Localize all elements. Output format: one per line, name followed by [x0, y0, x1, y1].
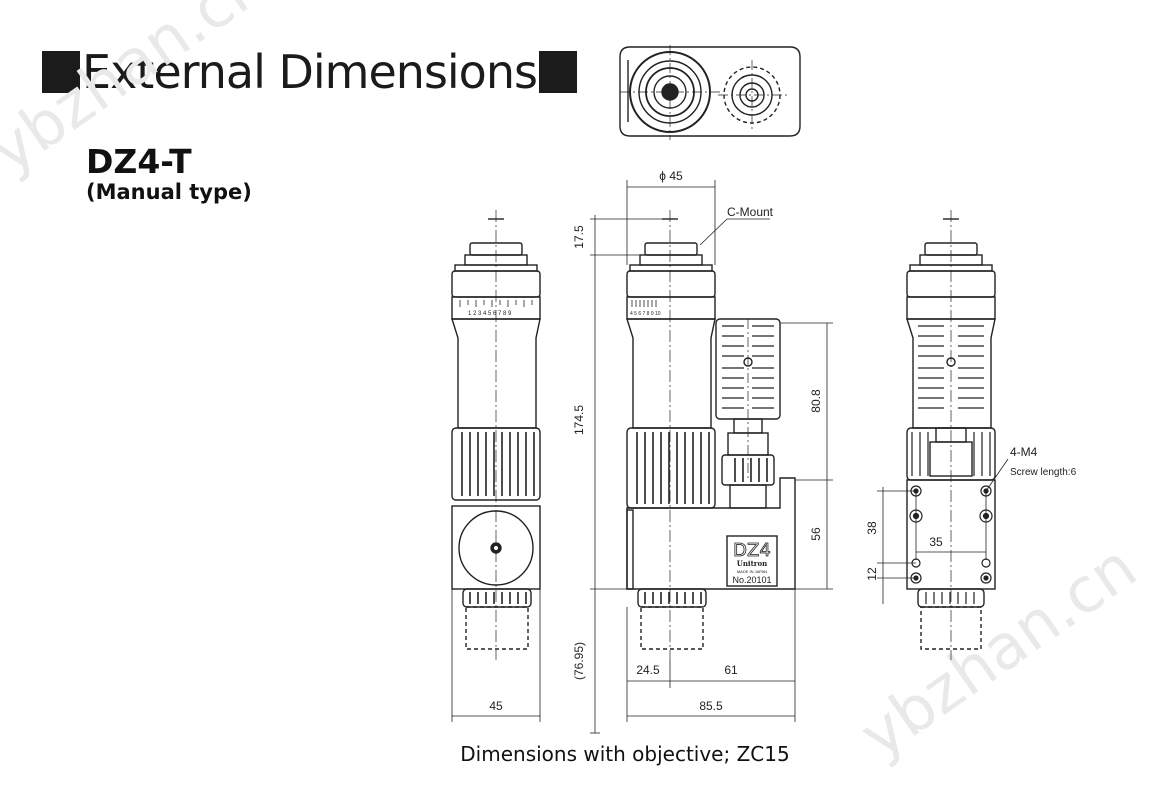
nameplate-brand: Unitron: [737, 559, 768, 568]
dim-diameter: ϕ 45: [659, 169, 683, 183]
nameplate-serial: No.20101: [732, 575, 771, 585]
dim-total-width: 85.5: [699, 699, 723, 713]
top-view: [619, 45, 801, 140]
title-block-right: [538, 51, 577, 93]
title-text: External Dimensions: [82, 45, 538, 99]
dim-offset: 24.5: [636, 663, 660, 677]
label-screw-length: Screw length:6: [1010, 467, 1077, 478]
dim-base-width: 45: [489, 699, 503, 713]
side-motor-fins: [722, 325, 774, 409]
dim-body-height: 174.5: [572, 405, 586, 435]
front-knurl: [461, 432, 535, 604]
dim-hole-horizontal: 35: [929, 535, 943, 549]
watermark-top: ybzhan.cn: [0, 0, 279, 187]
side-scale-ticks: [631, 300, 657, 307]
dim-hole-vertical: 38: [865, 521, 879, 535]
label-cmount: C-Mount: [727, 205, 774, 219]
back-fins: [911, 325, 991, 604]
dim-base-height: 56: [809, 527, 823, 541]
nameplate-model: DZ4: [733, 540, 771, 561]
side-scale-digits: 4 5 6 7 8 9 10: [630, 311, 661, 317]
nameplate-origin: MADE IN JAPAN: [737, 569, 767, 574]
watermark-bottom: ybzhan.cn: [847, 530, 1150, 772]
figure-caption: Dimensions with objective; ZC15: [460, 742, 790, 766]
side-dim-lines: [590, 180, 833, 734]
title-block-left: [42, 51, 80, 93]
dim-top-height: 17.5: [572, 225, 586, 249]
label-screw: 4-M4: [1010, 445, 1038, 459]
model-subtitle: (Manual type): [86, 180, 252, 204]
back-view: [906, 210, 996, 660]
front-scale-ticks: [459, 300, 533, 307]
front-scale-digits: 1 2 3 4 5 6 7 8 9: [468, 311, 512, 317]
dim-motor-height: 80.8: [809, 389, 823, 413]
dim-offset2: 61: [724, 663, 738, 677]
dim-lens-height: (76.95): [572, 642, 586, 680]
side-knurl: [636, 432, 768, 604]
page-title: External Dimensions: [42, 44, 577, 100]
front-view: [451, 210, 541, 660]
back-dim-lines: [877, 458, 1009, 604]
front-dim-lines: [451, 589, 541, 722]
model-name: DZ4-T: [86, 142, 192, 181]
dim-hole-bottom: 12: [865, 567, 879, 581]
